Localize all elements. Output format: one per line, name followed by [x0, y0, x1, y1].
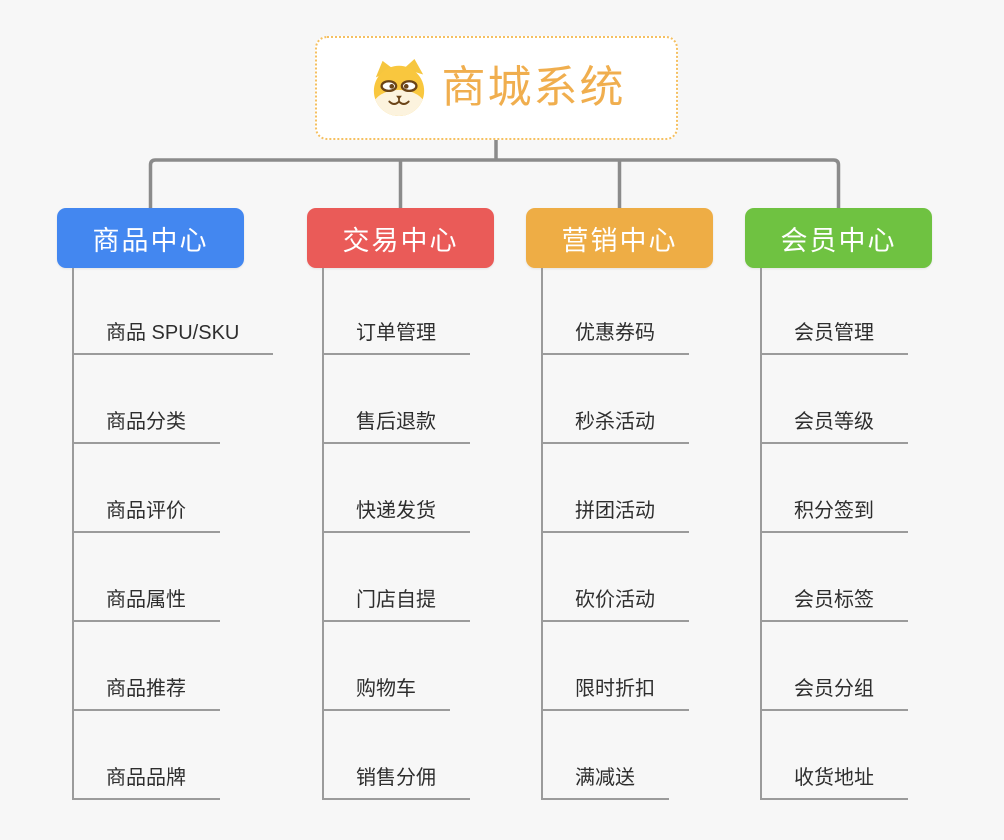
topic-item[interactable]: 砍价活动: [541, 586, 689, 622]
branch-member-center: 会员中心 会员管理 会员等级 积分签到 会员标签 会员分组 收货地址: [745, 208, 1004, 840]
branch-node-product-center[interactable]: 商品中心: [57, 208, 244, 268]
topic-item[interactable]: 门店自提: [322, 586, 470, 622]
topic-item[interactable]: 商品评价: [72, 497, 220, 533]
topic-item[interactable]: 秒杀活动: [541, 408, 689, 444]
topic-item[interactable]: 会员等级: [760, 408, 908, 444]
topic-item[interactable]: 积分签到: [760, 497, 908, 533]
topic-item[interactable]: 商品分类: [72, 408, 220, 444]
branch-marketing-center: 营销中心 优惠券码 秒杀活动 拼团活动 砍价活动 限时折扣 满减送: [526, 208, 786, 840]
topic-item[interactable]: 满减送: [541, 764, 669, 800]
branch-node-trade-center[interactable]: 交易中心: [307, 208, 494, 268]
topic-item[interactable]: 商品属性: [72, 586, 220, 622]
branch-product-center: 商品中心 商品 SPU/SKU 商品分类 商品评价 商品属性 商品推荐 商品品牌: [57, 208, 317, 840]
topic-item[interactable]: 商品 SPU/SKU: [72, 319, 274, 355]
shiba-dog-icon: [368, 59, 430, 117]
topic-item[interactable]: 订单管理: [322, 319, 470, 355]
topic-item[interactable]: 快递发货: [322, 497, 470, 533]
topic-item[interactable]: 商品品牌: [72, 764, 220, 800]
topic-item[interactable]: 会员分组: [760, 675, 908, 711]
topic-item[interactable]: 会员管理: [760, 319, 908, 355]
topic-item[interactable]: 限时折扣: [541, 675, 689, 711]
root-title: 商城系统: [441, 63, 626, 112]
topic-item[interactable]: 会员标签: [760, 586, 908, 622]
root-node[interactable]: 商城系统: [315, 36, 678, 140]
topic-item[interactable]: 拼团活动: [541, 497, 689, 533]
branch-node-member-center[interactable]: 会员中心: [745, 208, 932, 268]
topic-item[interactable]: 收货地址: [760, 764, 908, 800]
branch-line: [760, 268, 762, 800]
branch-line: [72, 268, 74, 800]
topic-item[interactable]: 销售分佣: [322, 764, 470, 800]
branch-line: [541, 268, 543, 800]
branch-trade-center: 交易中心 订单管理 售后退款 快递发货 门店自提 购物车 销售分佣: [307, 208, 567, 840]
topic-item[interactable]: 购物车: [322, 675, 450, 711]
branch-node-marketing-center[interactable]: 营销中心: [526, 208, 713, 268]
topic-item[interactable]: 售后退款: [322, 408, 470, 444]
topic-item[interactable]: 商品推荐: [72, 675, 220, 711]
branch-line: [322, 268, 324, 800]
topic-item[interactable]: 优惠券码: [541, 319, 689, 355]
